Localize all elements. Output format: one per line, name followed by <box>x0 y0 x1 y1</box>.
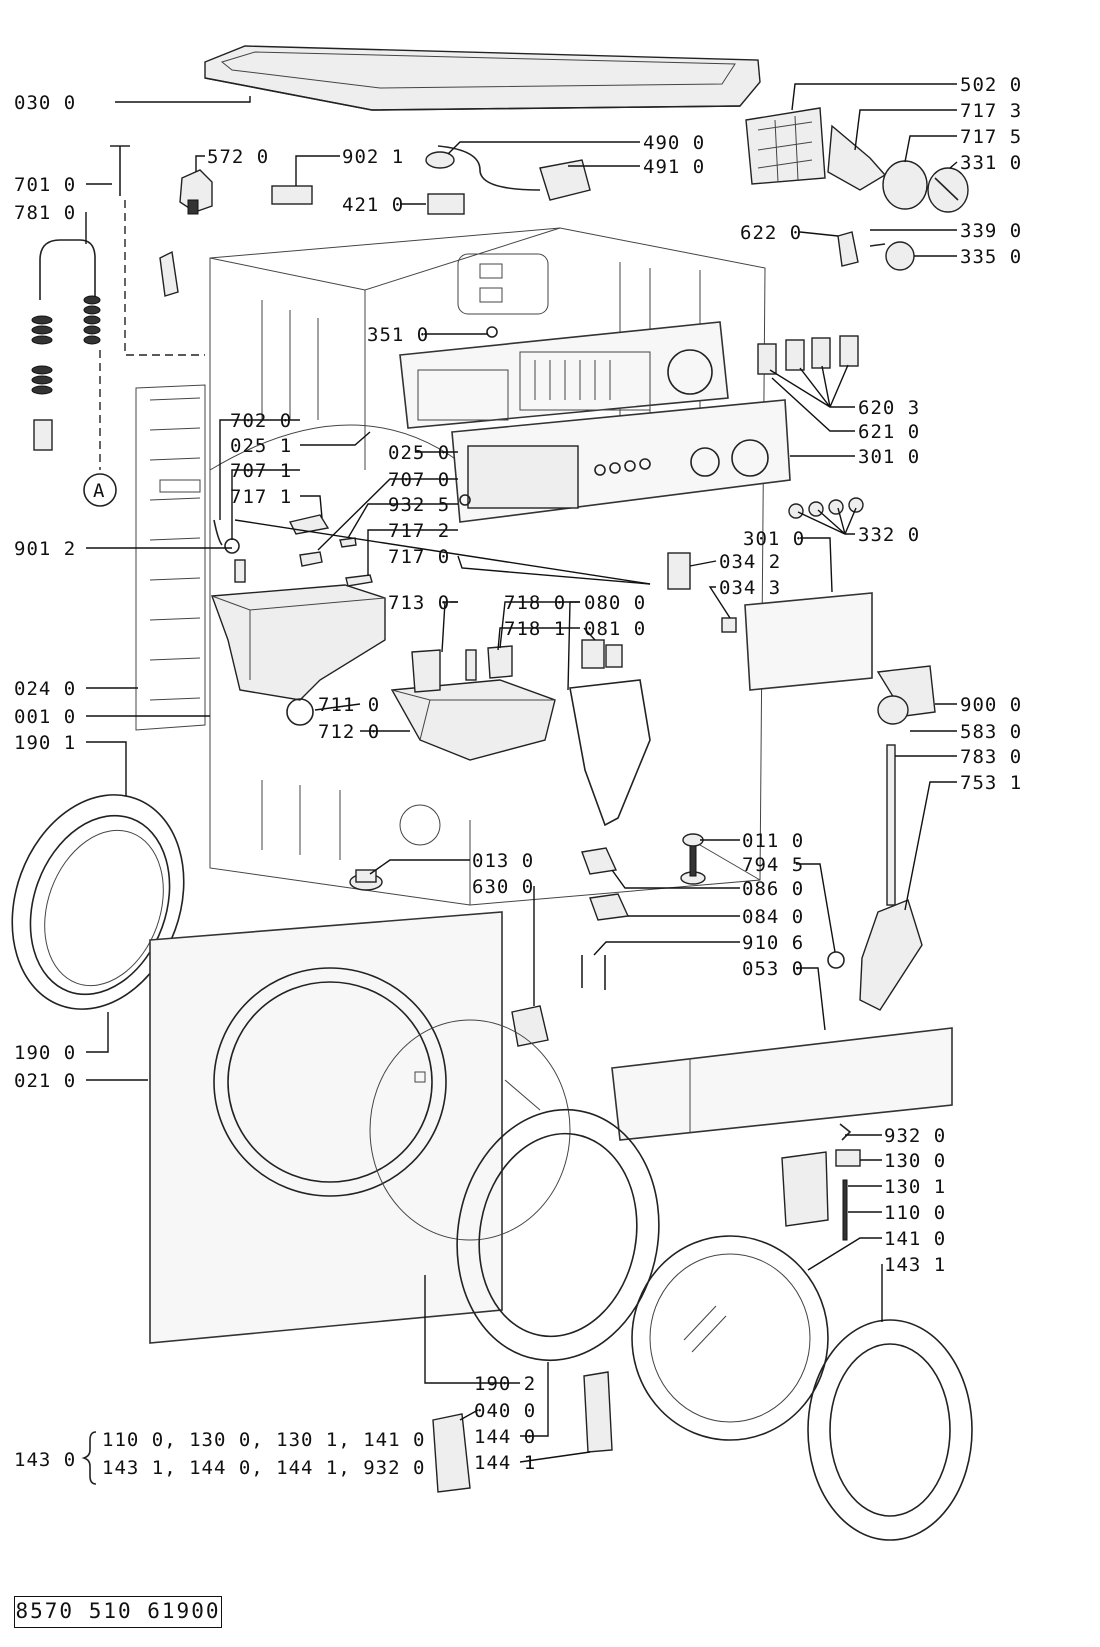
part-label-712-0: 712 0 <box>318 721 380 743</box>
part-label-491-0: 491 0 <box>643 156 705 178</box>
part-label-351-0: 351 0 <box>367 324 429 346</box>
part-label-053-0: 053 0 <box>742 958 804 980</box>
part-label-718-1: 718 1 <box>504 618 566 640</box>
part-label-502-0: 502 0 <box>960 74 1022 96</box>
part-label-932-5: 932 5 <box>388 494 450 516</box>
part-label-001-0: 001 0 <box>14 706 76 728</box>
part-label-081-0: 081 0 <box>584 618 646 640</box>
kit-brace <box>81 1431 97 1485</box>
part-labels: 030 0 502 0 717 3 717 5 331 0 572 0 902 … <box>14 74 1022 1479</box>
part-label-030-0: 030 0 <box>14 92 76 114</box>
part-label-034-2: 034 2 <box>719 551 781 573</box>
part-label-086-0: 086 0 <box>742 878 804 900</box>
part-label-024-0: 024 0 <box>14 678 76 700</box>
door-ring-drawing <box>807 1319 973 1541</box>
part-label-490-0: 490 0 <box>643 132 705 154</box>
part-label-421-0: 421 0 <box>342 194 404 216</box>
part-label-717-0: 717 0 <box>388 546 450 568</box>
part-label-190-1: 190 1 <box>14 732 76 754</box>
part-label-084-0: 084 0 <box>742 906 804 928</box>
kickplate-drawing <box>611 1027 953 1141</box>
part-label-080-0: 080 0 <box>584 592 646 614</box>
electronic-module-drawing <box>745 107 969 271</box>
part-label-620-3: 620 3 <box>858 397 920 419</box>
drawing <box>11 45 973 1541</box>
part-label-718-0: 718 0 <box>504 592 566 614</box>
part-label-034-3: 034 3 <box>719 577 781 599</box>
part-label-040-0: 040 0 <box>474 1400 536 1422</box>
part-label-143-1: 143 1 <box>884 1254 946 1276</box>
part-label-301-0-insert: 301 0 <box>743 528 805 550</box>
door-seal-drawing <box>11 794 185 1010</box>
part-label-783-0: 783 0 <box>960 746 1022 768</box>
part-label-190-0: 190 0 <box>14 1042 76 1064</box>
part-label-339-0: 339 0 <box>960 220 1022 242</box>
inlet-hose-drawing <box>31 145 205 507</box>
callout-a-label: A <box>93 480 105 502</box>
part-label-583-0: 583 0 <box>960 721 1022 743</box>
control-panel-drawing <box>399 321 791 523</box>
right-upper-drawing <box>667 497 936 1011</box>
hinge-drawing <box>432 1123 861 1493</box>
part-label-301-0-panel: 301 0 <box>858 446 920 468</box>
dispenser-drawing <box>211 514 651 761</box>
feet-drawing <box>349 833 706 891</box>
part-label-622-0: 622 0 <box>740 222 802 244</box>
kit-contents-line-1: 110 0, 130 0, 130 1, 141 0 <box>102 1429 425 1451</box>
inner-door-ring-drawing <box>456 1079 660 1362</box>
callout-a-circle <box>83 473 117 507</box>
rear-panel-drawing <box>135 384 206 731</box>
part-label-141-0: 141 0 <box>884 1228 946 1250</box>
part-label-794-5: 794 5 <box>742 854 804 876</box>
part-label-013-0: 013 0 <box>472 850 534 872</box>
part-label-130-0: 130 0 <box>884 1150 946 1172</box>
part-label-717-3: 717 3 <box>960 100 1022 122</box>
clips-drawing <box>511 847 845 1047</box>
part-label-711-0: 711 0 <box>318 694 380 716</box>
top-components-drawing <box>159 145 591 297</box>
front-panel-drawing <box>149 911 571 1344</box>
part-label-621-0: 621 0 <box>858 421 920 443</box>
part-label-753-1: 753 1 <box>960 772 1022 794</box>
part-label-144-1: 144 1 <box>474 1452 536 1474</box>
part-label-900-0: 900 0 <box>960 694 1022 716</box>
part-label-630-0: 630 0 <box>472 876 534 898</box>
part-label-572-0: 572 0 <box>207 146 269 168</box>
part-label-707-0: 707 0 <box>388 469 450 491</box>
document-number: 8570 510 61900 <box>14 1596 222 1628</box>
leader-lines <box>85 83 958 1463</box>
part-label-025-0: 025 0 <box>388 442 450 464</box>
part-label-717-5: 717 5 <box>960 126 1022 148</box>
switch-drawing <box>757 335 859 375</box>
door-glass-drawing <box>631 1235 829 1441</box>
part-label-110-0: 110 0 <box>884 1202 946 1224</box>
part-label-717-2: 717 2 <box>388 520 450 542</box>
part-label-932-0: 932 0 <box>884 1125 946 1147</box>
part-label-130-1: 130 1 <box>884 1176 946 1198</box>
part-label-190-2: 190 2 <box>474 1373 536 1395</box>
part-label-702-0: 702 0 <box>230 410 292 432</box>
part-label-713-0: 713 0 <box>388 592 450 614</box>
part-label-910-6: 910 6 <box>742 932 804 954</box>
part-label-717-1: 717 1 <box>230 486 292 508</box>
part-label-331-0: 331 0 <box>960 152 1022 174</box>
part-label-025-1: 025 1 <box>230 435 292 457</box>
part-label-707-1: 707 1 <box>230 460 292 482</box>
part-label-011-0: 011 0 <box>742 830 804 852</box>
cabinet-drawing <box>209 227 766 906</box>
part-label-144-0: 144 0 <box>474 1426 536 1448</box>
kit-label: 143 0 <box>14 1449 76 1471</box>
part-label-335-0: 335 0 <box>960 246 1022 268</box>
part-label-901-2: 901 2 <box>14 538 76 560</box>
top-cover-drawing <box>204 45 761 111</box>
part-label-902-1: 902 1 <box>342 146 404 168</box>
gasket-drawing <box>569 639 651 827</box>
part-label-701-0: 701 0 <box>14 174 76 196</box>
part-label-332-0: 332 0 <box>858 524 920 546</box>
part-label-781-0: 781 0 <box>14 202 76 224</box>
part-label-021-0: 021 0 <box>14 1070 76 1092</box>
kit-contents-line-2: 143 1, 144 0, 144 1, 932 0 <box>102 1457 425 1479</box>
